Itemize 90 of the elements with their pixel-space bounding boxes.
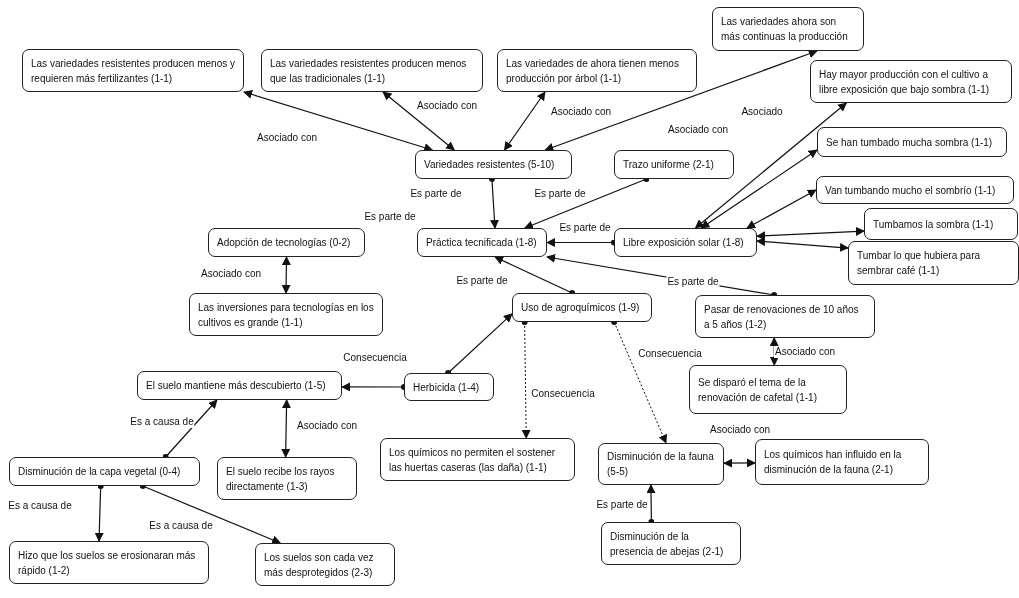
- concept-box: [261, 49, 483, 92]
- concept-text: Herbicida (1-4): [413, 380, 480, 395]
- edge-label: Es parte de: [455, 275, 509, 287]
- edge-label: Asociado con: [296, 420, 358, 432]
- concept-box: [695, 295, 875, 338]
- concept-text: Las variedades resistentes producen menos que las tradicionales (1-1): [270, 56, 468, 86]
- concept-box: [848, 241, 1019, 285]
- concept-box: [189, 293, 383, 336]
- connector-arrow: [243, 90, 434, 152]
- concept-box: [601, 522, 741, 565]
- concept-text: Hizo que los suelos se erosionaran más rápido (1-2): [18, 548, 197, 578]
- concept-text: Tumbamos la sombra (1-1): [873, 217, 994, 232]
- edge-label: Es a causa de: [129, 416, 195, 428]
- concept-box: [415, 150, 572, 179]
- edge-label: Es parte de: [666, 276, 720, 288]
- edge-label: Consecuencia: [637, 348, 703, 360]
- concept-text: Se disparó el tema de la renovación de cafetal (1-1): [698, 375, 818, 405]
- connector-arrow: [382, 91, 455, 151]
- connector-arrow: [756, 237, 849, 252]
- connector-arrow: [723, 458, 756, 468]
- concept-text: Disminución de la fauna (5-5): [607, 450, 715, 479]
- concept-text: Uso de agroquímicos (1-9): [521, 301, 640, 315]
- edge-label: Es parte de: [533, 188, 587, 200]
- concept-box: [417, 228, 547, 257]
- edge-label: Es a causa de: [148, 520, 214, 532]
- edge-label: Asociado: [740, 106, 784, 118]
- concept-box: [22, 49, 244, 92]
- concept-box: [755, 439, 929, 485]
- concept-text: Adopción de tecnologías (0-2): [217, 236, 351, 250]
- concept-box: [208, 228, 365, 257]
- concept-text: Hay mayor producción con el cultivo a libre exposición que bajo sombra (1-1): [819, 67, 991, 97]
- edge-label: Asociado con: [416, 100, 478, 112]
- concept-text: Disminución de la capa vegetal (0-4): [18, 465, 181, 479]
- connector-arrow: [503, 91, 546, 151]
- relation-label: Es parte de: [363, 211, 417, 223]
- connector-arrow: [746, 189, 817, 229]
- concept-box: [9, 457, 200, 486]
- concept-box: [137, 371, 342, 400]
- concept-text: Las variedades ahora son más continuas la producción: [721, 15, 849, 44]
- concept-text: Trazo uniforme (2-1): [623, 158, 714, 172]
- concept-text: El suelo recibe los rayos directamente (1-3): [226, 464, 336, 494]
- edge-label: Asociado con: [667, 124, 729, 136]
- concept-text: Tumbar lo que hubiera para sembrar café (1-1): [857, 249, 982, 278]
- concept-box: [712, 7, 864, 51]
- concept-text: Variedades resistentes (5-10): [424, 158, 555, 172]
- concept-text: Los químicos no permiten el sostener las huertas caseras (las daña) (1-1): [389, 445, 557, 475]
- edge-label: Asociado con: [550, 106, 612, 118]
- concept-text: Las inversiones para tecnologías en los cultivos es grande (1-1): [198, 300, 374, 330]
- concept-box: [217, 457, 357, 500]
- concept-box: [817, 127, 1007, 157]
- concept-box: [614, 228, 757, 257]
- connector-arrow: [281, 256, 291, 294]
- edge-label: Es a causa de: [7, 500, 73, 512]
- concept-text: Libre exposición solar (1-8): [623, 236, 744, 250]
- concept-text: Los químicos han influido en la disminución de la fauna (2-1): [764, 448, 903, 477]
- concept-box: [255, 543, 395, 586]
- edge-label: Asociado con: [709, 424, 771, 436]
- connector-arrow: [544, 49, 818, 152]
- concept-box: [614, 150, 734, 179]
- concept-box: [598, 443, 724, 485]
- edge-label: Es parte de: [595, 499, 649, 511]
- concept-box: [497, 49, 697, 92]
- connector-arrow: [756, 226, 865, 241]
- edge-label: Consecuencia: [530, 388, 596, 400]
- connector-arrow: [700, 149, 818, 229]
- concept-text: Las variedades resistentes producen menos y requieren más fertilizantes (1-1): [31, 56, 235, 86]
- edge-label: Asociado con: [774, 346, 836, 358]
- concept-text: Práctica tecnificada (1-8): [426, 236, 537, 250]
- concept-box: [810, 60, 1012, 103]
- concept-text: Los suelos son cada vez más desprotegidos (2-3): [264, 550, 375, 580]
- concept-box: [864, 208, 1018, 240]
- edge-label: Consecuencia: [342, 352, 408, 364]
- edge-label: Asociado con: [200, 268, 262, 280]
- edge-label: Es parte de: [409, 188, 463, 200]
- concept-text: Pasar de renovaciones de 10 años a 5 años (1-2): [704, 302, 860, 332]
- edge-label: Es parte de: [558, 222, 612, 234]
- connector-arrow: [694, 102, 848, 229]
- concept-text: Se han tumbado mucha sombra (1-1): [826, 135, 993, 150]
- concept-box: [689, 365, 847, 414]
- concept-text: Van tumbando mucho el sombrío (1-1): [825, 183, 996, 198]
- concept-box: [404, 373, 494, 401]
- concept-box: [380, 438, 575, 481]
- edge-label: Asociado con: [256, 132, 318, 144]
- concept-text: Las variedades de ahora tienen menos producción por árbol (1-1): [506, 56, 680, 86]
- concept-text: El suelo mantiene más descubierto (1-5): [146, 379, 326, 393]
- concept-box: [9, 541, 209, 584]
- concept-text: Disminución de la presencia de abejas (2-1): [610, 529, 725, 559]
- connector-arrow: [281, 399, 291, 458]
- concept-box: [512, 293, 652, 322]
- concept-box: [816, 176, 1014, 204]
